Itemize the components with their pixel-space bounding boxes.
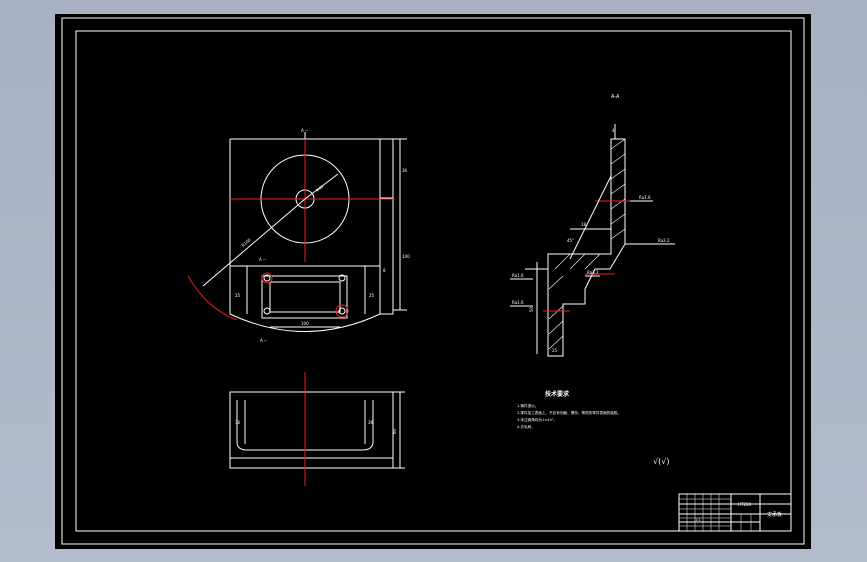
dim-top-right-lower: 100 xyxy=(402,254,410,259)
roughness-1: Ra1.6 xyxy=(639,195,651,200)
title-part-name: 支承板 xyxy=(767,511,782,518)
top-view xyxy=(187,132,407,332)
top-view-label: A ⌐ xyxy=(301,128,308,133)
dim-sect-angle: 45° xyxy=(567,238,574,243)
section-view: A-A xyxy=(510,94,675,357)
roughness-5: Ra3.2 xyxy=(587,270,599,275)
title-material: HT200 xyxy=(738,502,752,507)
dim-plate-center: 8 xyxy=(383,268,386,273)
drawing-sheet: A ⌐ 36 100 R100 Φ40 25 25 8 100 A ⌐ A ⌐ xyxy=(55,14,811,549)
tech-req-line-1: 1.铸件退火。 xyxy=(517,403,538,408)
view-mark-b: A ⌐ xyxy=(259,257,266,262)
dim-plate-bottom: 100 xyxy=(301,321,309,326)
dim-plate-right: 25 xyxy=(369,293,375,298)
inner-frame xyxy=(75,30,792,532)
dim-radius: R100 xyxy=(240,237,252,248)
dim-sect-mid: 18 xyxy=(581,222,587,227)
drawing-canvas: A ⌐ 36 100 R100 Φ40 25 25 8 100 A ⌐ A ⌐ xyxy=(61,17,805,545)
roughness-3: Ra1.6 xyxy=(512,273,524,278)
dim-front-left: 36 xyxy=(235,420,241,425)
roughness-2: Ra3.2 xyxy=(658,238,670,243)
dim-front-right: 36 xyxy=(368,420,374,425)
dim-sect-top: 4 xyxy=(612,128,615,133)
roughness-note: √(√) xyxy=(653,457,669,466)
view-mark-a: A ⌐ xyxy=(260,338,267,343)
dim-sect-left: 50 xyxy=(529,306,534,312)
section-label: A-A xyxy=(611,94,620,100)
dim-plate-left: 25 xyxy=(235,293,241,298)
front-view xyxy=(229,372,405,486)
tech-req-line-3: 3.未注倒角均为1×45°。 xyxy=(517,417,557,422)
dim-diameter: Φ40 xyxy=(315,184,325,193)
tech-req-line-2: 2.零件加工表面上，不应有划痕、擦伤、等损伤零件表面的缺陷。 xyxy=(517,410,621,415)
tech-req-title: 技术要求 xyxy=(545,390,570,398)
dim-top-right-upper: 36 xyxy=(402,168,408,173)
roughness-4: Ra1.6 xyxy=(512,300,524,305)
title-block xyxy=(678,493,792,532)
title-scale: 1:1 xyxy=(695,518,701,522)
tech-req-line-4: 4.去毛刺。 xyxy=(517,424,535,429)
dim-sect-bottom: 25 xyxy=(552,348,558,353)
outer-frame xyxy=(61,17,805,545)
dim-front-height: 60 xyxy=(392,428,397,434)
